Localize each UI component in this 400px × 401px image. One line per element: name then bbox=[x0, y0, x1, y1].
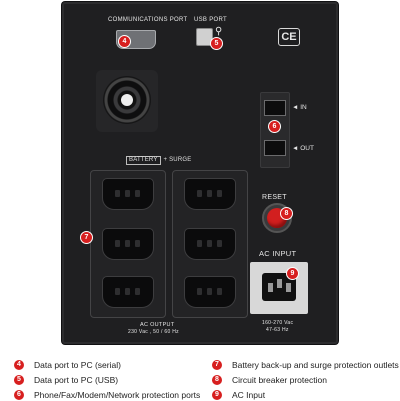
battery-surge-tag: BATTERY+ SURGE bbox=[126, 156, 198, 165]
legend-number: 4 bbox=[14, 360, 24, 370]
rj-port-out bbox=[264, 140, 286, 156]
legend-text: Phone/Fax/Modem/Network protection ports bbox=[34, 390, 201, 400]
legend-item: 6 Phone/Fax/Modem/Network protection por… bbox=[14, 389, 200, 401]
legend-item: 8 Circuit breaker protection bbox=[212, 374, 327, 386]
legend-item: 4 Data port to PC (serial) bbox=[14, 359, 121, 371]
usb-port-label: USB PORT bbox=[194, 17, 227, 23]
callout-usb: 5 bbox=[210, 37, 223, 50]
legend-text: Battery back-up and surge protection out… bbox=[232, 360, 399, 370]
legend-item: 9 AC Input bbox=[212, 389, 265, 401]
ac-input-rating-voltage: 160-270 Vac bbox=[262, 320, 294, 326]
legend-text: AC Input bbox=[232, 390, 266, 400]
rj-port-in bbox=[264, 100, 286, 116]
outlet-socket bbox=[184, 228, 236, 260]
outlet-socket bbox=[102, 228, 154, 260]
legend-number: 8 bbox=[212, 375, 222, 385]
battery-tag: BATTERY bbox=[126, 156, 161, 165]
callout-breaker: 8 bbox=[280, 207, 293, 220]
outlet-socket bbox=[102, 178, 154, 210]
ac-input-label: AC INPUT bbox=[259, 249, 297, 258]
ac-input-rating-frequency: 47-63 Hz bbox=[266, 327, 289, 333]
ce-mark: CE bbox=[278, 28, 300, 46]
outlet-socket bbox=[184, 276, 236, 308]
legend-text: Data port to PC (USB) bbox=[34, 375, 119, 385]
ac-output-label: AC OUTPUT bbox=[140, 322, 175, 328]
legend-number: 6 bbox=[14, 390, 24, 400]
callout-ac-input: 9 bbox=[286, 267, 299, 280]
out-label: ◄ OUT bbox=[292, 145, 314, 152]
outlet-socket bbox=[102, 276, 154, 308]
legend-text: Circuit breaker protection bbox=[232, 375, 327, 385]
outlet-socket bbox=[184, 178, 236, 210]
callout-outlets: 7 bbox=[80, 231, 93, 244]
legend-item: 5 Data port to PC (USB) bbox=[14, 374, 118, 386]
legend-text: Data port to PC (serial) bbox=[34, 360, 121, 370]
legend-item: 7 Battery back-up and surge protection o… bbox=[212, 359, 399, 371]
communications-port-label: COMMUNICATIONS PORT bbox=[108, 17, 188, 23]
callout-serial: 4 bbox=[118, 35, 131, 48]
reset-label: RESET bbox=[262, 194, 287, 201]
usb-symbol-icon: ⚲ bbox=[215, 26, 223, 37]
fan-hub bbox=[121, 94, 133, 106]
callout-phone: 6 bbox=[268, 120, 281, 133]
legend-number: 9 bbox=[212, 390, 222, 400]
surge-tag: + SURGE bbox=[163, 157, 192, 163]
legend-number: 5 bbox=[14, 375, 24, 385]
ac-output-rating: 230 Vac , 50 / 60 Hz bbox=[128, 329, 179, 335]
legend-number: 7 bbox=[212, 360, 222, 370]
in-label: ◄ IN bbox=[292, 104, 307, 111]
